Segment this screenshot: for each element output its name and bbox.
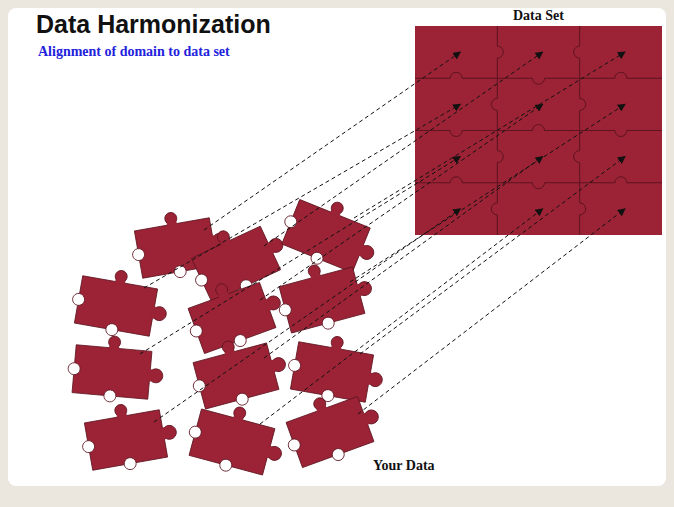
grid-seam (415, 72, 662, 84)
dashed-arrow (354, 52, 625, 218)
dashed-arrow (264, 52, 543, 246)
subtitle: Alignment of domain to data set (38, 44, 230, 60)
dashed-arrow (358, 209, 625, 414)
data-label: Your Data (370, 458, 438, 474)
puzzle-piece (66, 332, 166, 406)
dashed-arrow (260, 104, 543, 300)
dashed-arrow (260, 209, 543, 424)
grid-seam (415, 177, 662, 189)
puzzle-piece (283, 329, 388, 410)
puzzle-piece (67, 263, 172, 344)
puzzle-piece (270, 252, 379, 340)
dashed-arrow (204, 52, 460, 230)
dashed-arrow (264, 157, 543, 358)
puzzle-piece (184, 328, 293, 416)
dashed-arrow (350, 104, 625, 282)
dashed-arrow (140, 157, 460, 354)
puzzle-piece (274, 186, 387, 283)
puzzle-piece (178, 267, 290, 362)
set-label: Data Set (510, 8, 567, 24)
title: Data Harmonization (36, 10, 271, 39)
puzzle-piece (182, 396, 291, 484)
grid-seam (415, 125, 662, 137)
dashed-arrow (360, 157, 625, 354)
dashed-arrows (140, 52, 625, 424)
dashed-arrow (154, 209, 460, 422)
puzzle-piece (76, 396, 181, 477)
dashed-arrow (144, 104, 460, 288)
